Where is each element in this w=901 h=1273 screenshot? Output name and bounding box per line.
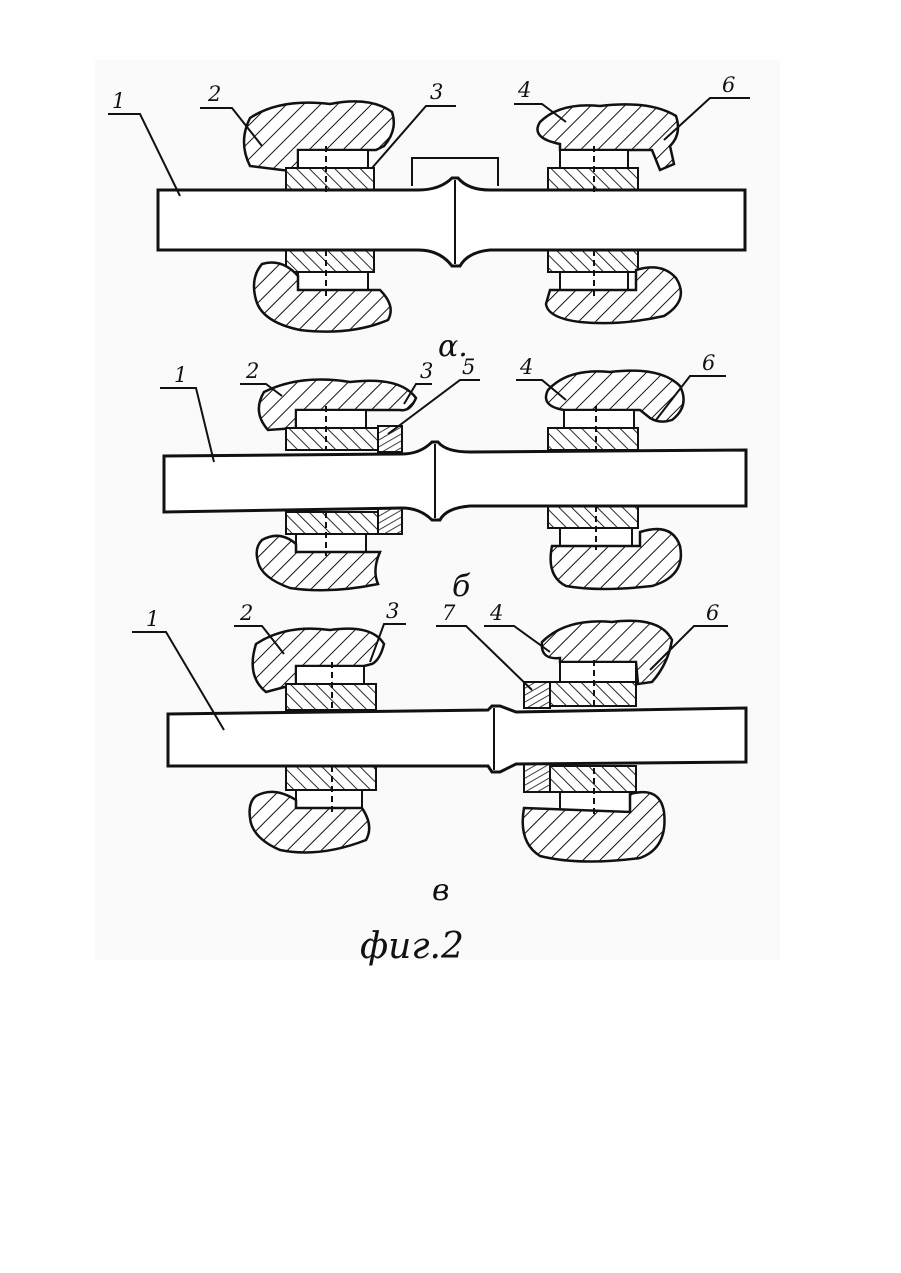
figure-caption: фиг.2 [360,926,464,967]
callout-4: 4 [489,601,503,625]
pad-upper-right [560,662,636,682]
insert-6-lower [548,506,638,528]
pad-upper-right [564,410,634,428]
insert-6-lower [548,766,636,792]
callout-1: 1 [112,89,125,113]
callout-6: 6 [722,73,735,97]
insert-3-upper [286,168,374,190]
pad-upper-left [296,666,364,684]
pad-upper-left [296,410,366,428]
callout-2: 2 [239,601,253,625]
ring-7-lower [524,762,550,792]
callout-2: 2 [207,82,221,106]
callout-4: 4 [517,78,531,102]
callout-4: 4 [519,355,533,379]
panel-v-label: в [432,873,449,908]
pad-upper-left [298,150,368,168]
pad-lower-left [298,272,368,290]
callout-6: 6 [702,351,715,375]
pad-lower-left [296,534,366,552]
callout-1: 1 [174,363,187,387]
callout-2: 2 [245,359,259,383]
callout-3: 3 [430,80,443,104]
callout-3: 3 [386,599,399,623]
insert-6-upper [548,428,638,450]
insert-3-lower [286,512,378,534]
callout-3: 3 [420,359,433,383]
insert-3-lower [286,250,374,272]
callout-7: 7 [442,601,456,625]
insert-6-upper [548,682,636,706]
callout-1: 1 [146,607,159,631]
shaft-1 [168,706,746,772]
callout-6: 6 [706,601,719,625]
insert-3-upper [286,428,378,450]
pad-lower-left [296,790,362,808]
ring-5-upper [378,426,402,452]
callout-5: 5 [462,355,475,379]
panel-b-label: б [452,569,471,604]
